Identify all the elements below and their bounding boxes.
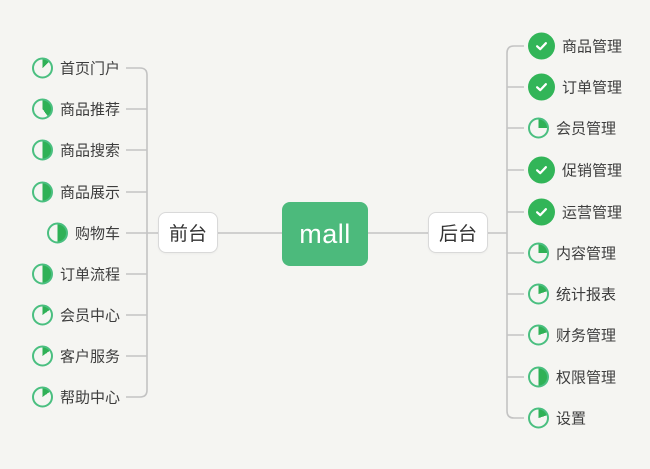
right-branch-spine xyxy=(506,45,524,419)
topic-item[interactable]: 帮助中心 xyxy=(31,386,120,408)
progress-pie-icon[interactable] xyxy=(46,222,68,244)
topic-item-label: 购物车 xyxy=(74,225,120,243)
progress-pie-icon[interactable] xyxy=(31,386,53,408)
topic-item[interactable]: 商品管理 xyxy=(528,32,623,60)
task-done-check-icon[interactable] xyxy=(528,32,555,60)
progress-pie-icon[interactable] xyxy=(528,366,549,388)
topic-item[interactable]: 权限管理 xyxy=(528,366,617,388)
topic-item-label: 内容管理 xyxy=(556,245,617,263)
task-done-check-icon[interactable] xyxy=(528,73,555,101)
progress-pie-icon[interactable] xyxy=(31,304,53,326)
progress-pie-icon[interactable] xyxy=(528,117,549,139)
topic-item[interactable]: 促销管理 xyxy=(528,156,623,184)
progress-pie-icon[interactable] xyxy=(31,57,53,79)
progress-pie-icon[interactable] xyxy=(31,345,53,367)
progress-pie-icon[interactable] xyxy=(528,407,549,429)
progress-pie-icon[interactable] xyxy=(528,283,549,305)
topic-item-label: 订单流程 xyxy=(59,266,120,284)
topic-item[interactable]: 统计报表 xyxy=(528,283,617,305)
topic-item[interactable]: 订单管理 xyxy=(528,73,623,101)
task-done-check-icon[interactable] xyxy=(528,156,555,184)
topic-item-label: 权限管理 xyxy=(556,369,617,387)
topic-item[interactable]: 内容管理 xyxy=(528,242,617,264)
progress-pie-icon[interactable] xyxy=(31,263,53,285)
topic-item[interactable]: 商品展示 xyxy=(31,181,120,203)
progress-pie-icon[interactable] xyxy=(31,181,53,203)
topic-item[interactable]: 财务管理 xyxy=(528,324,617,346)
topic-item-label: 运营管理 xyxy=(562,204,623,222)
progress-pie-icon[interactable] xyxy=(31,139,53,161)
topic-item-label: 促销管理 xyxy=(562,162,623,180)
topic-item[interactable]: 商品推荐 xyxy=(31,98,120,120)
frontend-node-label: 前台 xyxy=(168,224,207,245)
root-node-label: mall xyxy=(299,218,351,249)
topic-item[interactable]: 商品搜索 xyxy=(31,139,120,161)
topic-item-label: 首页门户 xyxy=(59,60,120,78)
topic-item-label: 设置 xyxy=(556,410,587,428)
topic-item-label: 客户服务 xyxy=(59,348,120,366)
right-branch-stubs xyxy=(507,86,524,378)
topic-item[interactable]: 订单流程 xyxy=(31,263,120,285)
topic-item-label: 商品搜索 xyxy=(59,142,120,160)
progress-pie-icon[interactable] xyxy=(528,324,549,346)
progress-pie-icon[interactable] xyxy=(528,242,549,264)
topic-item-label: 商品推荐 xyxy=(59,101,120,119)
topic-item-label: 帮助中心 xyxy=(59,389,120,407)
topic-item[interactable]: 客户服务 xyxy=(31,345,120,367)
topic-item-label: 商品管理 xyxy=(562,38,623,56)
topic-item-label: 统计报表 xyxy=(556,286,617,304)
topic-item[interactable]: 购物车 xyxy=(46,222,120,244)
topic-item[interactable]: 设置 xyxy=(528,407,587,429)
topic-item[interactable]: 首页门户 xyxy=(31,57,120,79)
backend-node-label: 后台 xyxy=(438,224,477,245)
topic-item-label: 会员中心 xyxy=(59,307,120,325)
progress-pie-icon[interactable] xyxy=(31,98,53,120)
topic-item-label: 会员管理 xyxy=(556,120,617,138)
topic-item[interactable]: 运营管理 xyxy=(528,198,623,226)
topic-item-label: 财务管理 xyxy=(556,327,617,345)
topic-item[interactable]: 会员管理 xyxy=(528,117,617,139)
task-done-check-icon[interactable] xyxy=(528,198,555,226)
topic-item[interactable]: 会员中心 xyxy=(31,304,120,326)
root-node-mall[interactable]: mall xyxy=(282,202,368,266)
topic-item-label: 商品展示 xyxy=(59,184,120,202)
topic-item-label: 订单管理 xyxy=(562,79,623,97)
branch-node-backend[interactable]: 后台 xyxy=(428,212,488,253)
left-branch-stubs xyxy=(126,108,147,357)
branch-node-frontend[interactable]: 前台 xyxy=(158,212,218,253)
